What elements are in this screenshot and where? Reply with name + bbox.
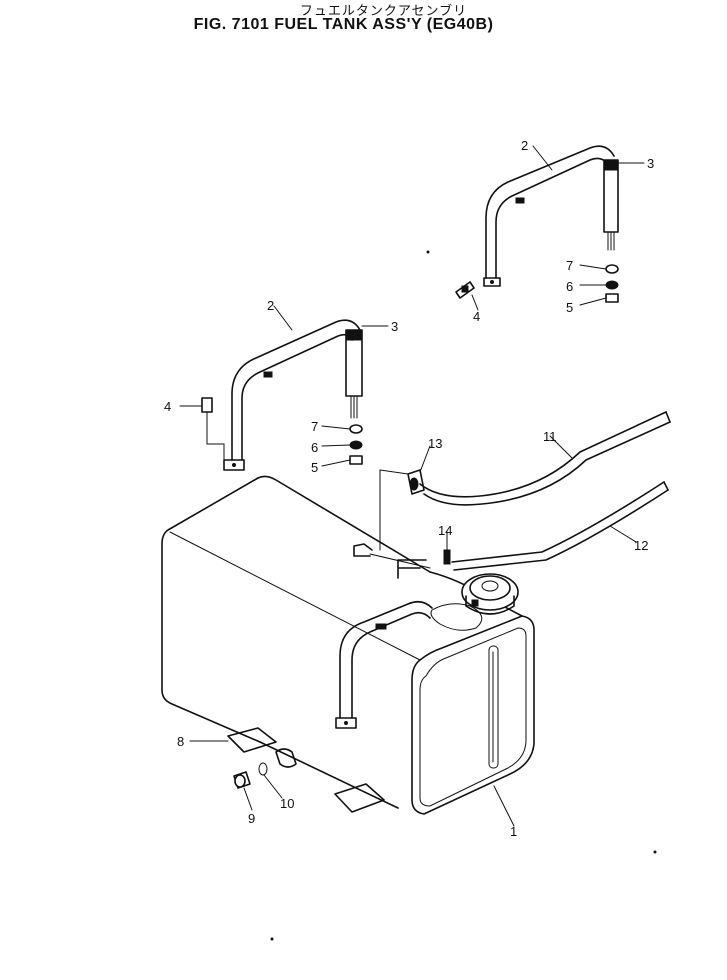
hose-clamp <box>407 469 425 495</box>
mounting-pad <box>227 727 385 813</box>
callout-10: 10 <box>280 796 294 811</box>
fuel-hose-12 <box>451 481 669 571</box>
callout-3-upper: 3 <box>647 156 654 171</box>
leader-lines <box>179 145 645 827</box>
figure-title: FIG. 7101 FUEL TANK ASS'Y (EG40B) <box>193 16 494 33</box>
tank-band-lower <box>223 319 363 471</box>
fuel-hose-11 <box>419 411 671 506</box>
callout-4-lower: 4 <box>164 399 171 414</box>
callout-7-upper: 7 <box>566 258 573 273</box>
filler-cap <box>461 573 519 615</box>
callout-2-upper: 2 <box>521 138 528 153</box>
callout-6-lower: 6 <box>311 440 318 455</box>
callout-14: 14 <box>438 523 452 538</box>
figure-title-japanese: フュエルタンクアセンブリ <box>299 4 468 19</box>
callout-12: 12 <box>634 538 648 553</box>
callout-numbers: 1 2 2 3 3 4 4 5 5 6 6 7 7 8 9 10 11 12 1… <box>164 138 654 839</box>
washer-nut-stack-lower <box>349 424 363 465</box>
bolt-lower <box>201 397 225 461</box>
callout-9: 9 <box>248 811 255 826</box>
callout-13: 13 <box>428 436 442 451</box>
tank-band-upper <box>483 145 619 287</box>
callout-5-lower: 5 <box>311 460 318 475</box>
bolt-upper <box>455 281 475 299</box>
fuel-tank-body <box>161 475 535 815</box>
callout-5-upper: 5 <box>566 300 573 315</box>
callout-8: 8 <box>177 734 184 749</box>
callout-11: 11 <box>543 429 557 444</box>
elbow-fittings <box>353 469 431 579</box>
callout-4-upper: 4 <box>473 309 480 324</box>
hose-band-14 <box>443 539 451 565</box>
washer-nut-stack-upper <box>605 264 619 303</box>
callout-7-lower: 7 <box>311 419 318 434</box>
drain-plug-assembly <box>233 748 297 789</box>
scan-specks <box>270 250 657 941</box>
callout-3-lower: 3 <box>391 319 398 334</box>
tank-band-installed <box>335 600 433 729</box>
callout-6-upper: 6 <box>566 279 573 294</box>
callout-2-lower: 2 <box>267 298 274 313</box>
callout-1: 1 <box>510 824 517 839</box>
